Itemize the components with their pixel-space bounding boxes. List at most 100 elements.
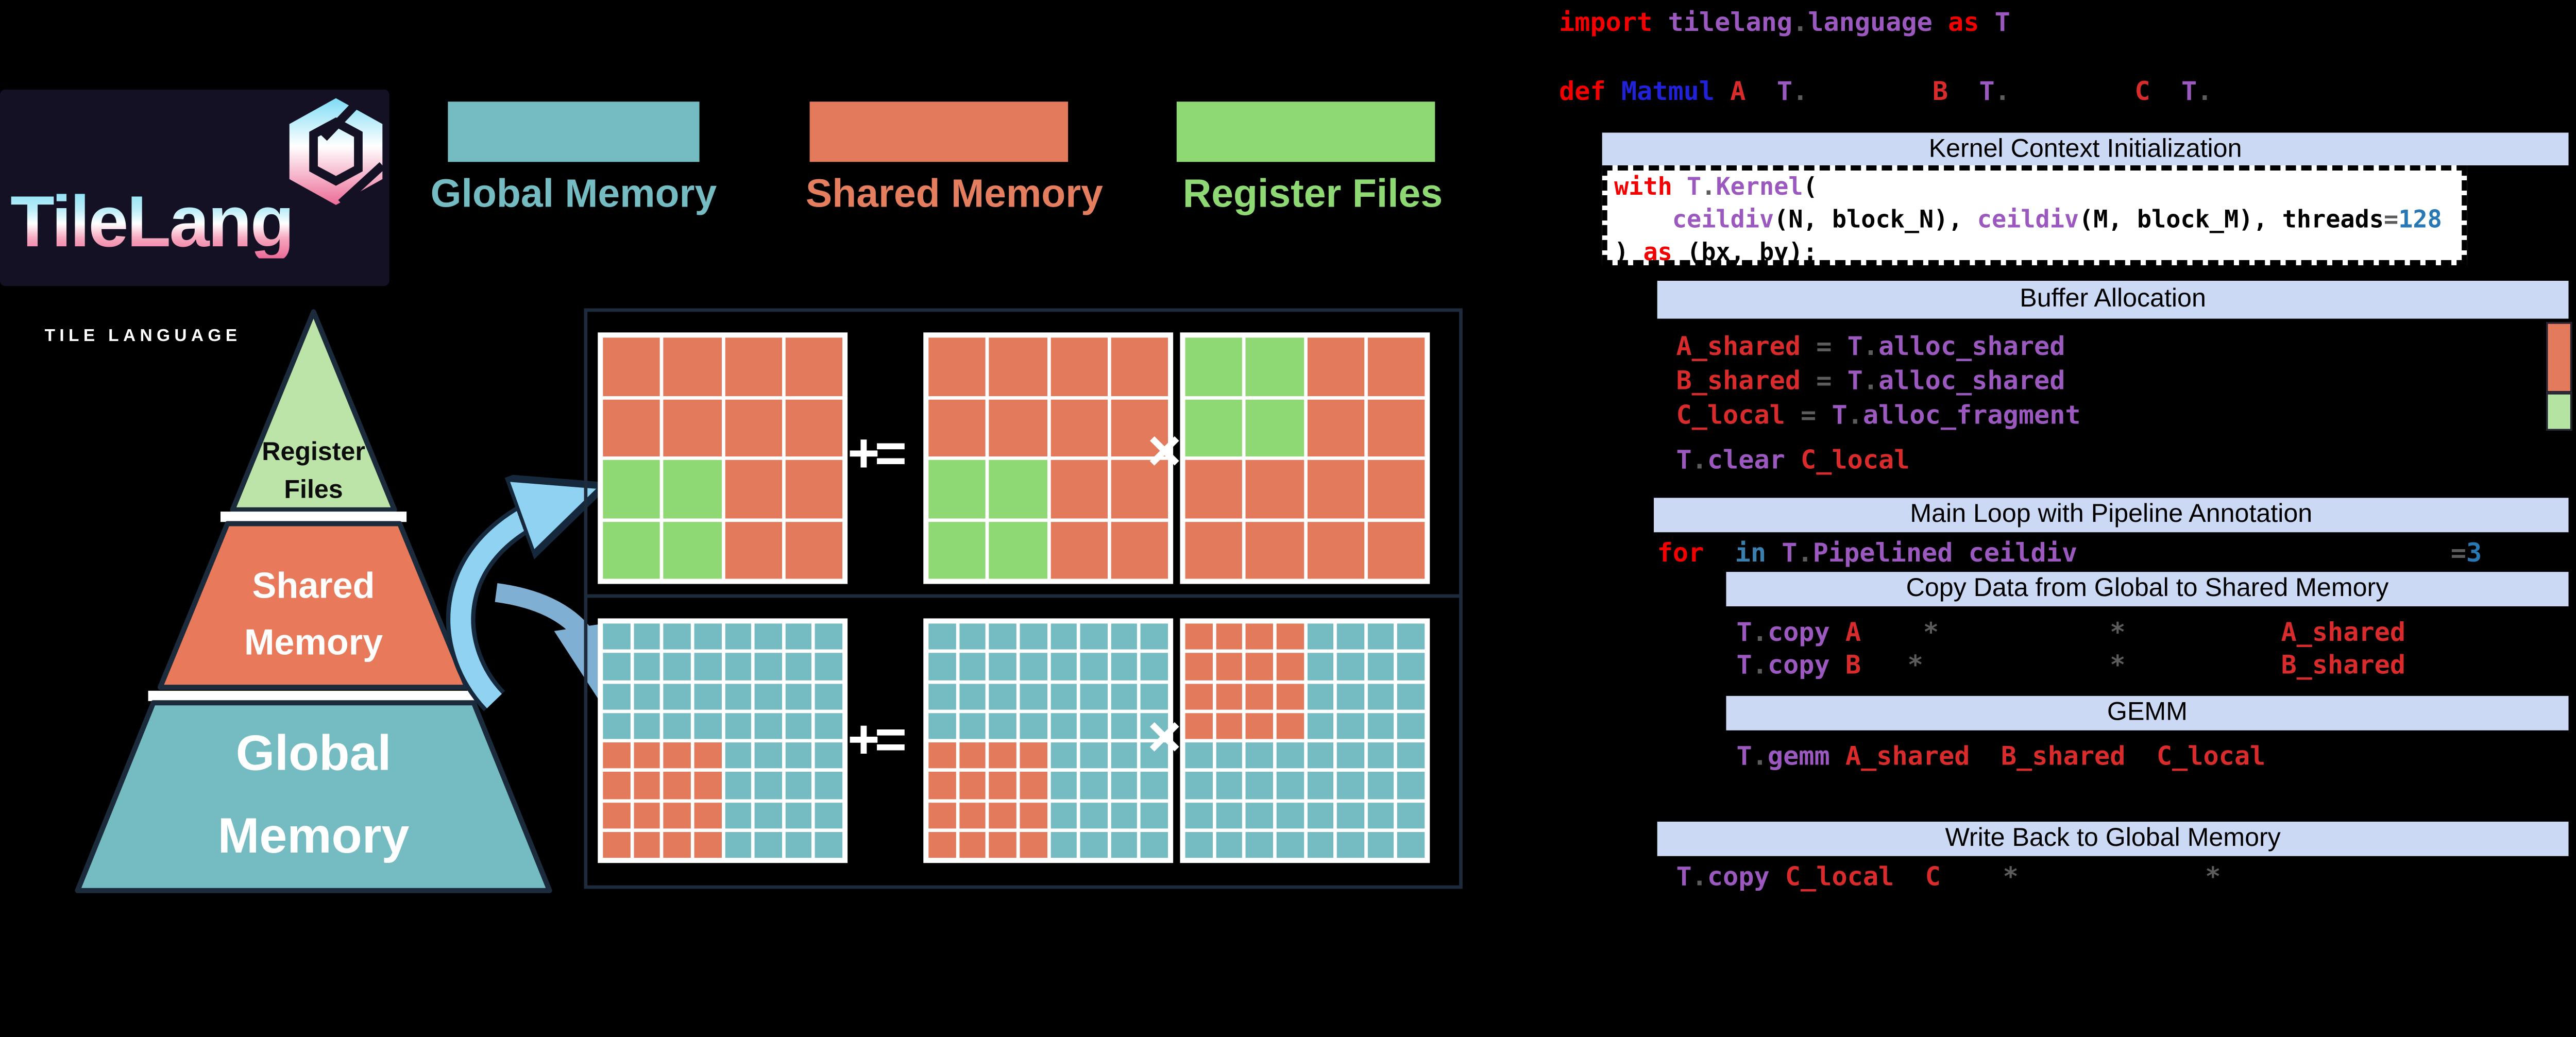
code-token: A <box>1730 76 1761 107</box>
matrix-cell <box>724 399 782 457</box>
code-line-as-bx-by: ) as (bx, by): <box>1614 237 2455 270</box>
matrix-cell <box>633 802 660 828</box>
matrix-cell <box>633 772 660 798</box>
code-token: (M, block_M), threads <box>2079 207 2384 234</box>
matrix-cell <box>1215 712 1243 739</box>
pyramid-divider <box>148 690 479 701</box>
matrix-cell <box>989 399 1047 457</box>
code-token: * <box>2110 617 2126 648</box>
matrix-cell <box>1185 742 1212 769</box>
matrix-cell <box>1307 460 1364 518</box>
code-token: alloc_shared <box>1878 331 2065 362</box>
matrix-cell <box>1215 653 1243 680</box>
code-token: C_local <box>1801 444 1910 475</box>
code-token <box>2077 537 2451 568</box>
code-token: . <box>1797 537 1813 569</box>
code-token: alloc_fragment <box>1862 399 2081 431</box>
matrix-cell <box>1020 683 1047 709</box>
pyramid-register-label-1: Register <box>262 437 365 466</box>
code-token: A_shared <box>1845 740 1970 772</box>
code-token: = <box>1816 365 1848 397</box>
code-token: * <box>2205 861 2221 893</box>
matrix-cell <box>724 831 752 858</box>
logo-subtitle: TILE LANGUAGE <box>44 327 242 347</box>
register-memory-indicator-bar <box>2546 393 2572 431</box>
code-token: A_shared <box>2281 617 2406 648</box>
code-token: (N, block_N), <box>1774 207 1977 234</box>
code-token: B <box>1932 76 1964 107</box>
code-token: . <box>1862 331 1879 362</box>
matrix-cell <box>1398 772 1425 798</box>
matrix-cell <box>815 653 843 680</box>
code-line-copy-c: T.copy C_local C * * <box>1676 861 2221 894</box>
matrix-cell <box>959 712 986 739</box>
code-token: ceildiv <box>1977 207 2079 234</box>
matrix-cell <box>1050 623 1077 650</box>
matrix-cell <box>1367 831 1395 858</box>
code-token: 3 <box>2466 537 2482 569</box>
code-token: * <box>2110 649 2126 681</box>
code-token: = <box>1801 399 1832 431</box>
plus-equals-operator: += <box>848 708 907 770</box>
matrix-cell <box>1398 802 1425 828</box>
matrix-cell <box>603 623 630 650</box>
code-token: import <box>1559 7 1668 38</box>
matrix-cell <box>1367 683 1395 709</box>
code-token <box>2019 861 2205 892</box>
code-token: A <box>1845 617 1861 648</box>
code-token: A_shared <box>1676 331 1817 362</box>
matrix-cell <box>928 460 986 518</box>
code-token <box>1894 861 1925 892</box>
matrix-cell <box>1367 653 1395 680</box>
matrix-cell <box>1110 772 1138 798</box>
matrix-cell <box>724 623 752 650</box>
code-token: copy <box>1767 649 1845 681</box>
matrix-cell <box>989 521 1047 579</box>
matrix-cell <box>724 802 752 828</box>
matrix-cell <box>694 742 721 769</box>
code-token <box>2010 76 2135 107</box>
matrix-cell <box>664 337 721 396</box>
matrix-cell <box>603 802 630 828</box>
matrix-cell <box>1020 831 1047 858</box>
code-token <box>1861 650 1908 681</box>
matrix-cell <box>1141 683 1168 709</box>
matrix-cell <box>1246 802 1273 828</box>
matrix-cell <box>959 772 986 798</box>
code-token: T <box>1847 365 1863 397</box>
legend-swatch-register <box>1176 101 1435 162</box>
code-token: B_shared <box>1676 365 1817 397</box>
code-token: with <box>1614 174 1687 202</box>
code-token <box>1614 207 1672 234</box>
code-token: . <box>1792 76 1808 107</box>
matrix-cell <box>1080 623 1108 650</box>
pyramid-register-label-2: Files <box>284 474 343 503</box>
matrix-cell <box>989 460 1047 518</box>
code-token: = <box>1816 331 1848 362</box>
matrix-cell <box>959 742 986 769</box>
matrix-cell <box>1141 653 1168 680</box>
matrix-cell <box>603 521 660 579</box>
matrix-cell <box>603 653 630 680</box>
matrix-cell <box>785 742 812 769</box>
matrix-cell <box>1246 772 1273 798</box>
matrix-cell <box>959 831 986 858</box>
matrix-cell <box>989 623 1016 650</box>
cube-icon <box>289 97 385 207</box>
matrix-cell <box>1050 742 1077 769</box>
matrix-cell <box>633 623 660 650</box>
matrix-cell <box>1276 831 1303 858</box>
matrix-cell <box>1246 712 1273 739</box>
matrix-cell <box>1307 712 1334 739</box>
matrix-cell <box>928 772 956 798</box>
section-header-buffer-allocation: Buffer Allocation <box>1657 281 2569 319</box>
matrix-cell <box>928 653 956 680</box>
code-line-import: import tilelang.language as T <box>1559 7 2010 40</box>
matrix-cell <box>1141 742 1168 769</box>
code-token: T <box>1776 76 1793 107</box>
matrix-cell <box>1307 831 1334 858</box>
section-header-kernel-context: Kernel Context Initialization <box>1602 132 2569 165</box>
code-line-def: def Matmul A T. B T. C T. <box>1559 76 2212 109</box>
matrix-cell <box>1307 623 1334 650</box>
code-token: . <box>2197 76 2213 107</box>
